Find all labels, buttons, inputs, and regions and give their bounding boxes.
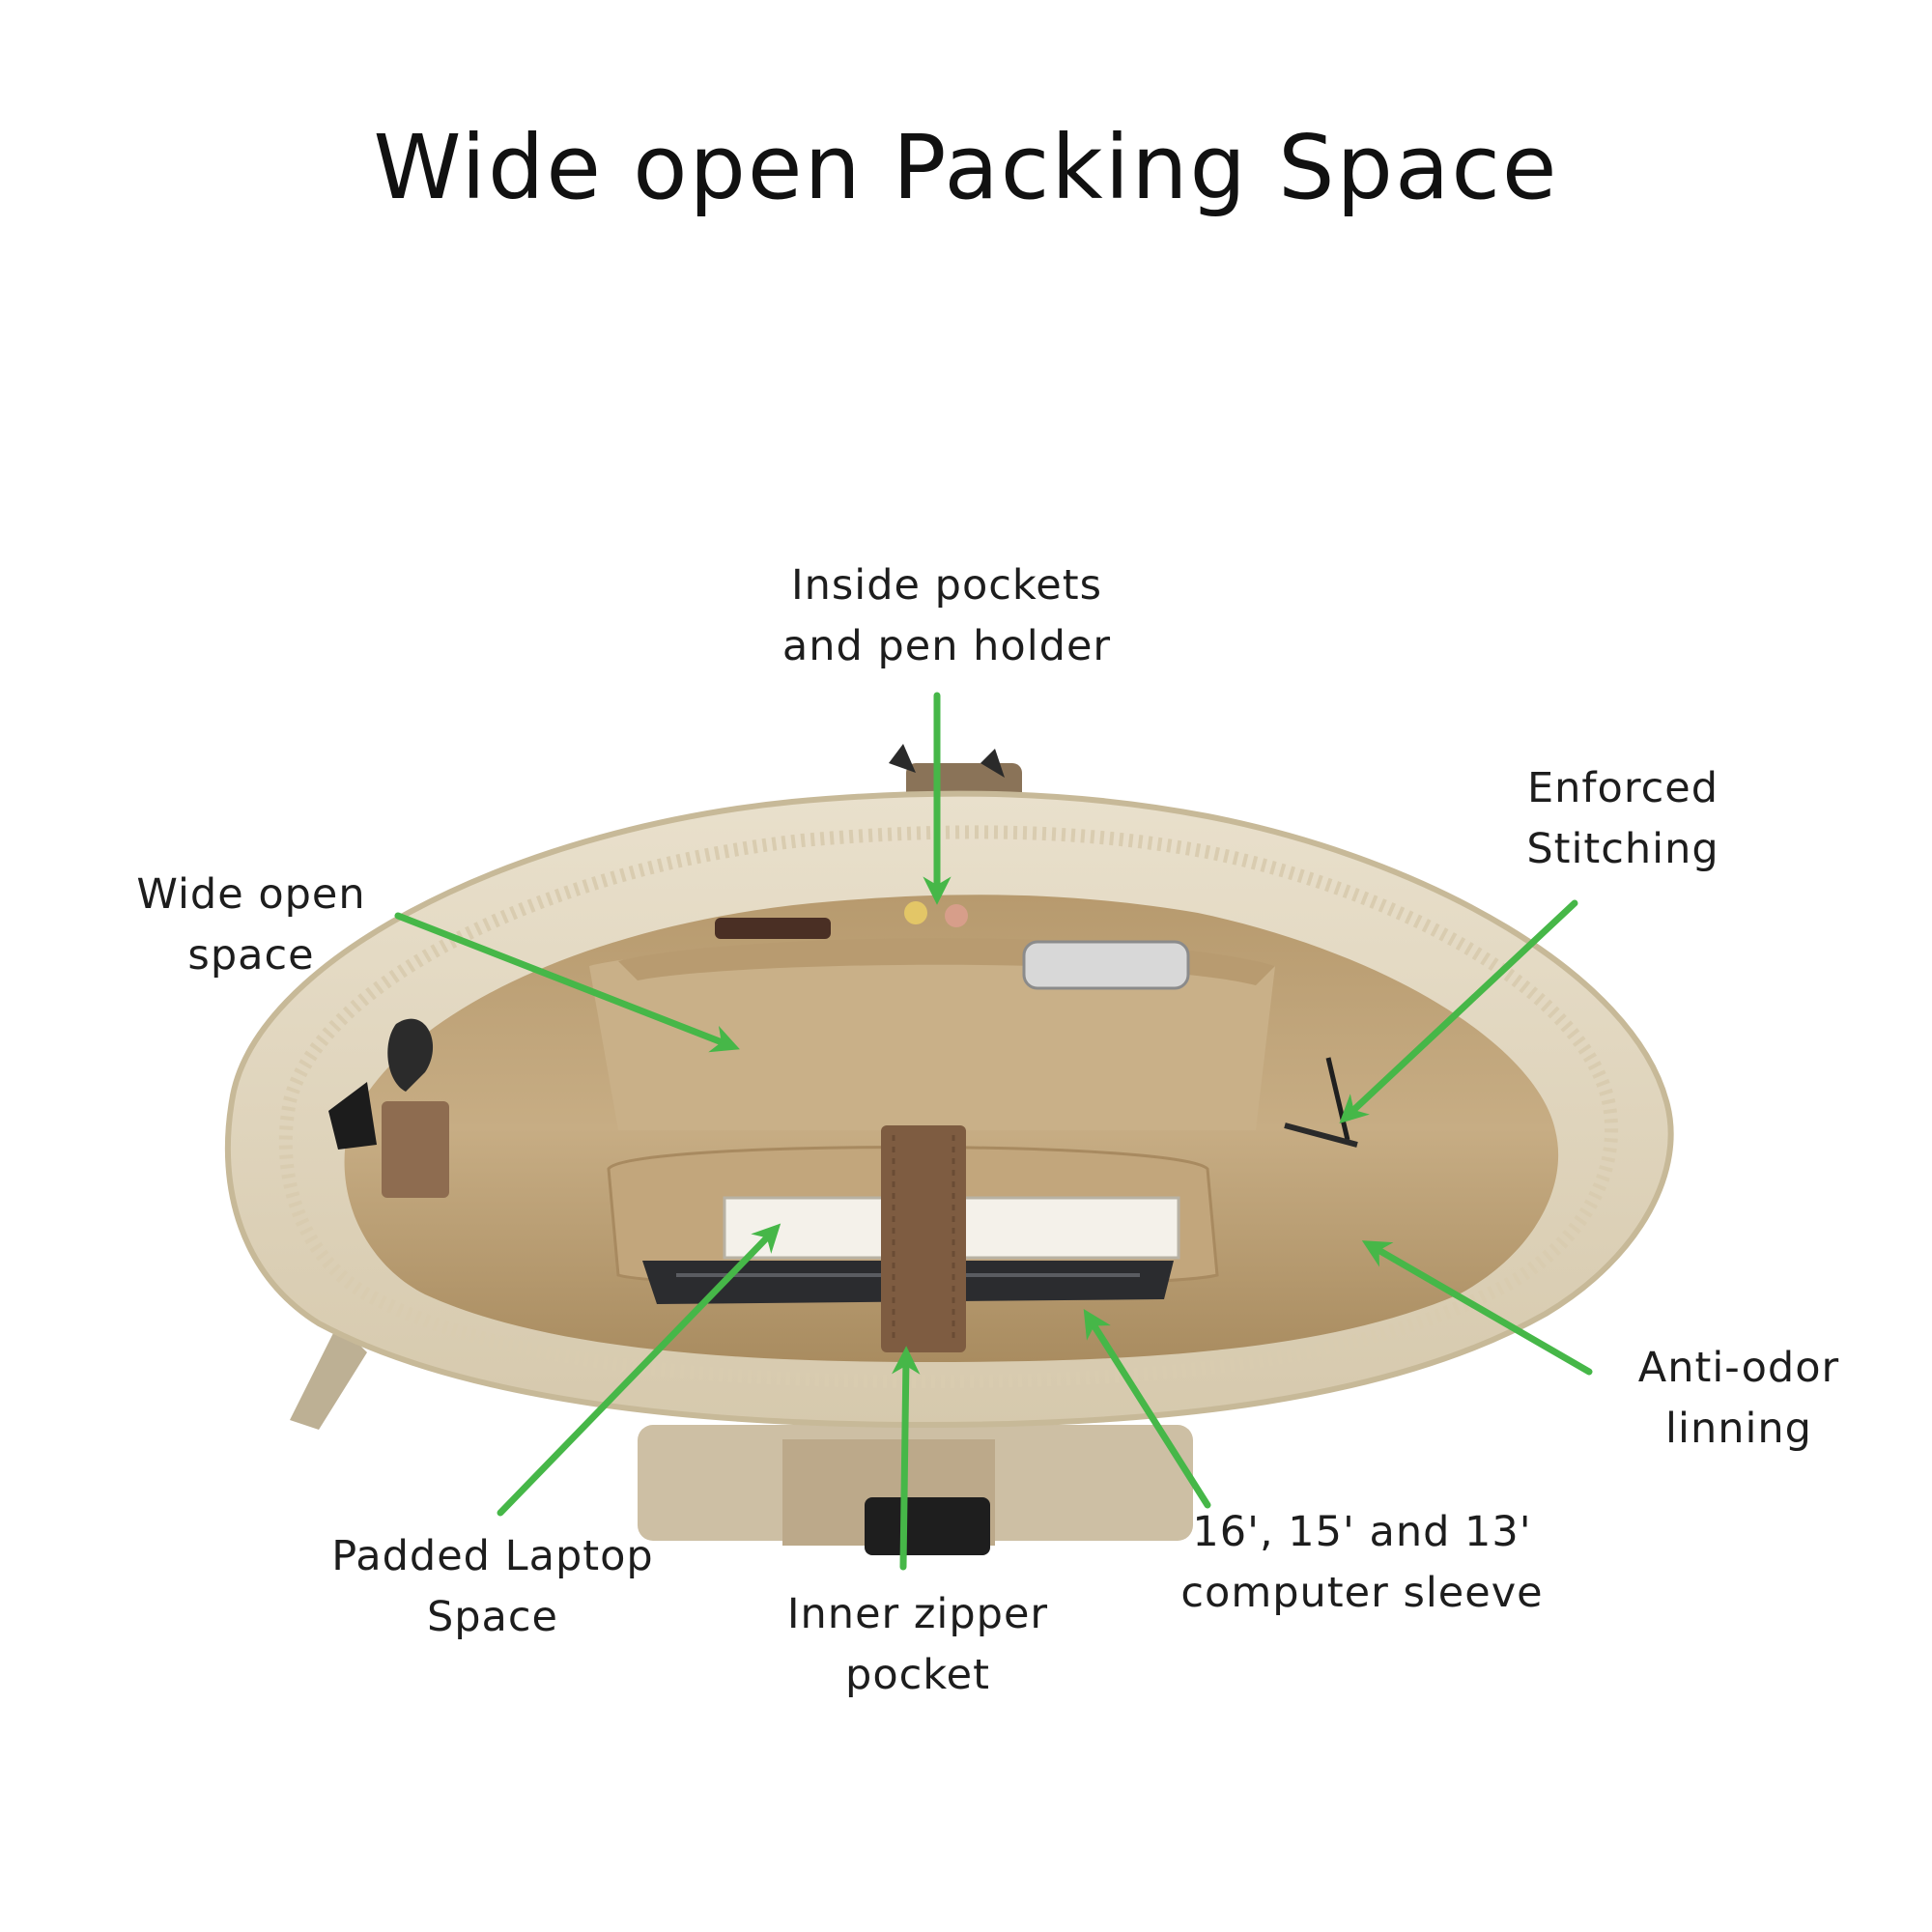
arrow-computer-sleeve	[1083, 1309, 1211, 1509]
callout-padded-laptop: Padded Laptop Space	[331, 1532, 654, 1641]
bottom-buckle	[865, 1497, 990, 1555]
inside-pocket-row	[618, 901, 1275, 990]
callout-inside-pockets: Inside pockets and pen holder	[781, 561, 1112, 670]
laptop-strap	[881, 1125, 966, 1352]
callout-computer-sleeve: 16', 15' and 13' computer sleeve	[1180, 1508, 1544, 1617]
arrow-anti-odor-lining	[1361, 1240, 1593, 1376]
arrow-inner-zipper	[892, 1346, 921, 1571]
callout-anti-odor-lining: Anti-odor linning	[1637, 1344, 1840, 1453]
phone-icon	[715, 918, 831, 939]
pen-icon	[904, 901, 927, 924]
arrow-enforced-stitching	[1339, 899, 1578, 1124]
side-pocket-zipper	[1325, 1057, 1350, 1141]
zipper-trim	[278, 825, 1619, 1389]
bottom-hardware	[290, 1323, 1193, 1555]
callout-inner-zipper: Inner zipper pocket	[786, 1590, 1049, 1699]
side-buckle	[328, 1018, 449, 1198]
callout-arrows	[394, 692, 1593, 1571]
power-bank-icon	[1022, 940, 1190, 990]
arrow-padded-laptop	[497, 1223, 781, 1517]
side-zipper-pull	[290, 1323, 367, 1430]
pen-icon	[945, 904, 968, 927]
back-wall	[589, 946, 1275, 1130]
callout-enforced-stitching: Enforced Stitching	[1526, 764, 1719, 873]
arrow-wide-open-space	[394, 912, 740, 1053]
callout-wide-open-space: Wide open space	[136, 870, 366, 980]
page-title: Wide open Packing Space	[373, 116, 1559, 219]
